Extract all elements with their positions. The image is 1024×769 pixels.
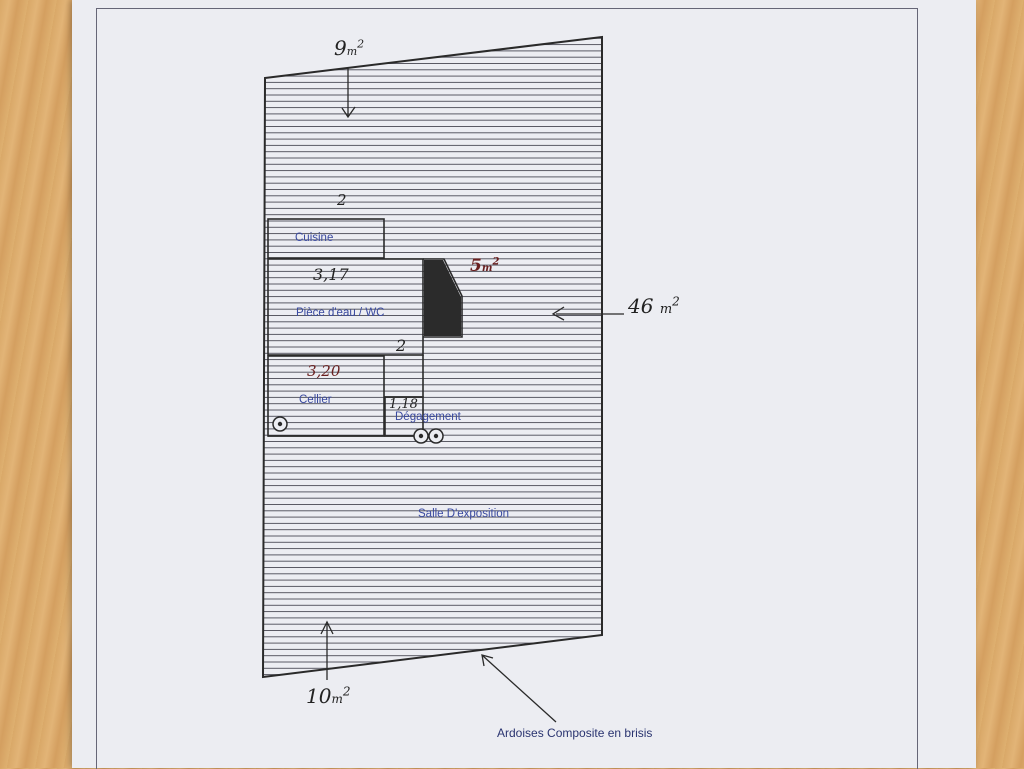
- dim-cellier: 3,20: [307, 362, 341, 380]
- area-bottom-exp: 2: [342, 684, 351, 699]
- arrow-bottom: [320, 620, 334, 680]
- label-cuisine: Cuisine: [295, 232, 334, 244]
- vent-left: [272, 416, 288, 432]
- area-bottom-unit: m: [331, 692, 343, 706]
- area-top-unit: m: [346, 45, 358, 58]
- area-right-unit: m: [659, 302, 673, 317]
- area-top: 9m2: [334, 36, 364, 60]
- page-frame: [96, 8, 918, 769]
- area-right-value: 46: [628, 294, 654, 318]
- arrow-right: [551, 306, 624, 321]
- area-top-exp: 2: [357, 37, 365, 51]
- label-degagement: Dégagement: [395, 411, 461, 423]
- dim-side: 2: [396, 336, 407, 355]
- area-small-unit: m: [481, 263, 493, 274]
- label-salle-exposition: Salle D'exposition: [418, 508, 510, 520]
- arrow-top: [341, 68, 356, 119]
- area-small: 5m2: [470, 256, 499, 276]
- room-cuisine: [267, 218, 385, 259]
- label-piece-eau-wc: Pièce d'eau / WC: [296, 307, 385, 319]
- area-top-value: 9: [334, 36, 347, 60]
- vent-right-1: [413, 428, 429, 444]
- area-small-value: 5: [470, 256, 482, 276]
- area-bottom-value: 10: [306, 684, 332, 708]
- chimney-block: [424, 260, 461, 336]
- area-small-exp: 2: [492, 256, 500, 268]
- vent-right-2: [428, 428, 444, 444]
- dim-degagement: 1,18: [389, 397, 418, 412]
- label-cellier: Cellier: [299, 394, 332, 406]
- roof-outline: [261, 35, 603, 679]
- arrow-caption: [481, 654, 557, 723]
- area-right-exp: 2: [672, 294, 680, 309]
- dim-cuisine: 2: [337, 191, 347, 209]
- area-right: 46 m2: [628, 294, 680, 318]
- area-bottom: 10m2: [306, 684, 350, 708]
- dim-piece-eau: 3,17: [313, 265, 349, 284]
- caption-ardoises: Ardoises Composite en brisis: [497, 726, 653, 740]
- room-piece-eau-wc: [267, 258, 424, 356]
